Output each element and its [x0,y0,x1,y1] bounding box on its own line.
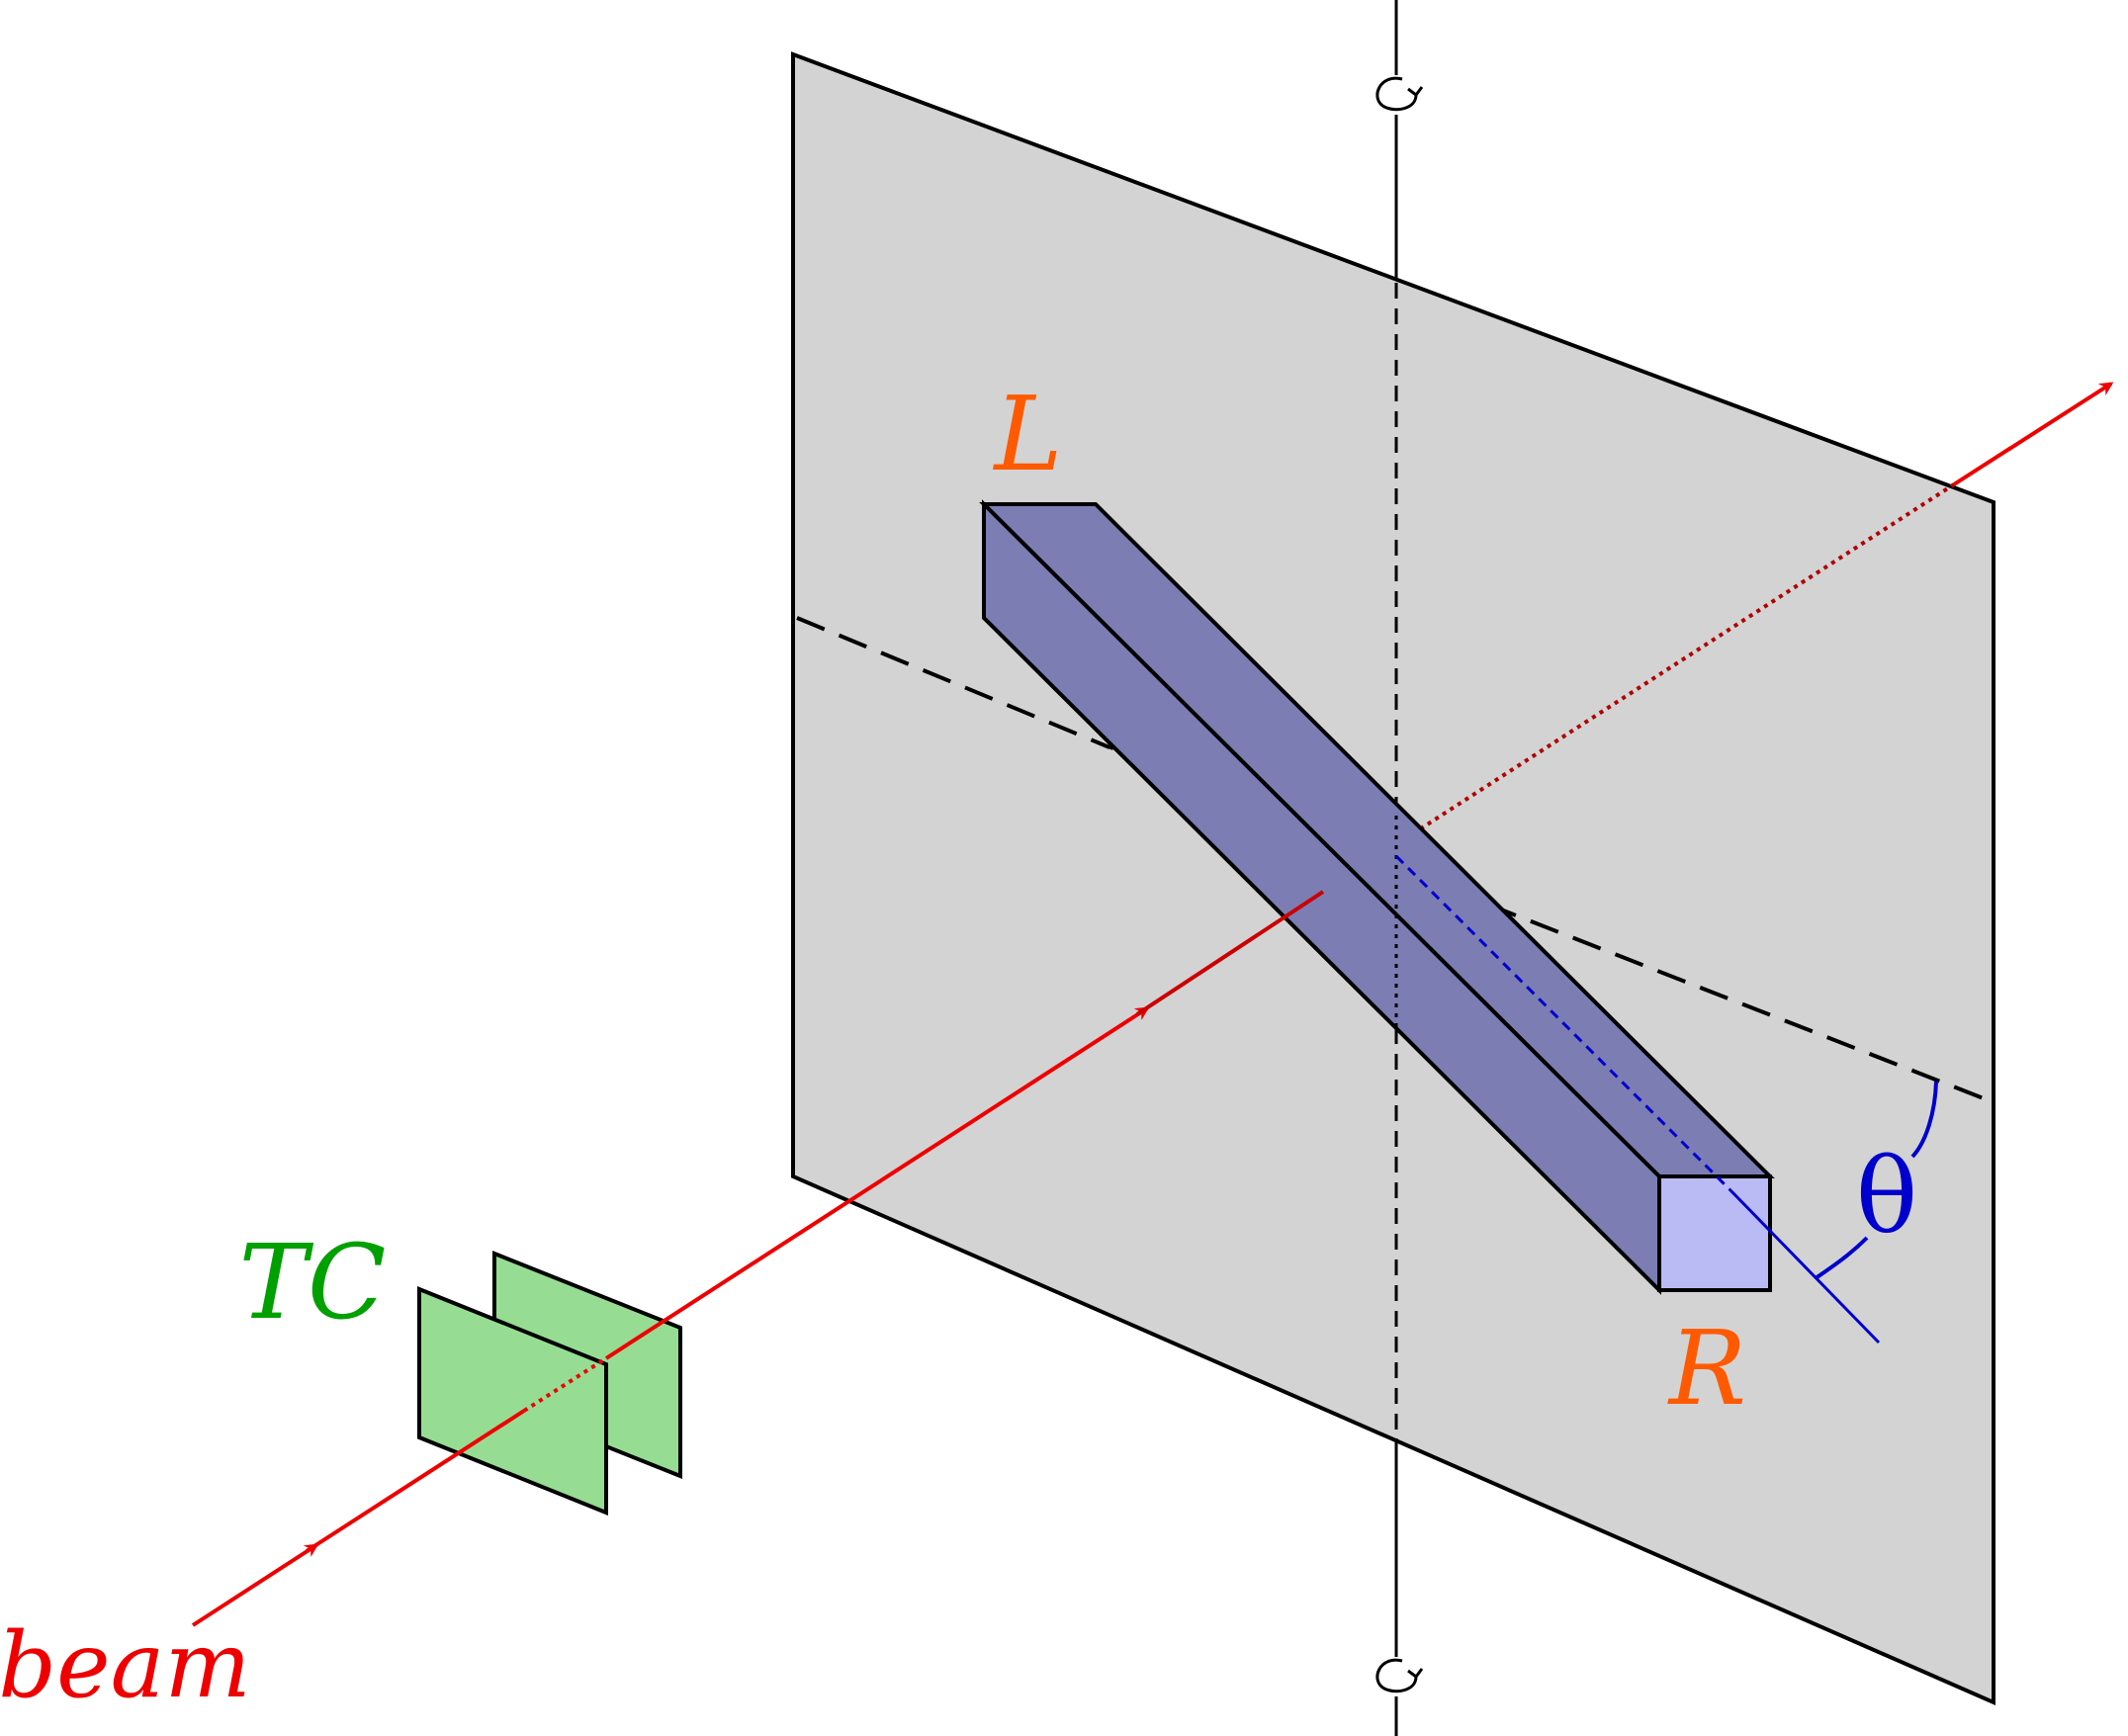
beam-label: beam [0,1612,251,1718]
angle-arc-upper [1910,1081,1938,1159]
trigger-counter-label: TC [239,1222,387,1343]
beam-segment-bar [1135,890,1325,1016]
trigger-counter-front [417,1286,608,1516]
beam-hidden-dotted [1321,482,1956,894]
beam-segment-to-bar [604,1006,1150,1360]
scintillator-bar [979,499,1775,1295]
plane-axis-left-dashed [796,616,1110,749]
beam-incoming [191,1543,319,1627]
rotation-arrow-icon-top [1374,75,1424,115]
bar-right-end-label: R [1667,1308,1746,1429]
rotation-arrow-icon-bottom [1374,1657,1424,1696]
bar-end-face [1657,1174,1772,1292]
beam-inside-counter-dotted [522,1356,608,1413]
beam-segment-front [305,1409,526,1553]
trigger-counters [417,1251,682,1516]
beam-outgoing [1952,382,2114,486]
bar-axis-extension [1729,1188,1881,1345]
bar-axis-dashed [1394,854,1732,1192]
angle-label: θ [1856,1136,1918,1257]
angle-arc-lower [1814,1236,1869,1280]
bar-left-end-label: L [992,374,1062,494]
